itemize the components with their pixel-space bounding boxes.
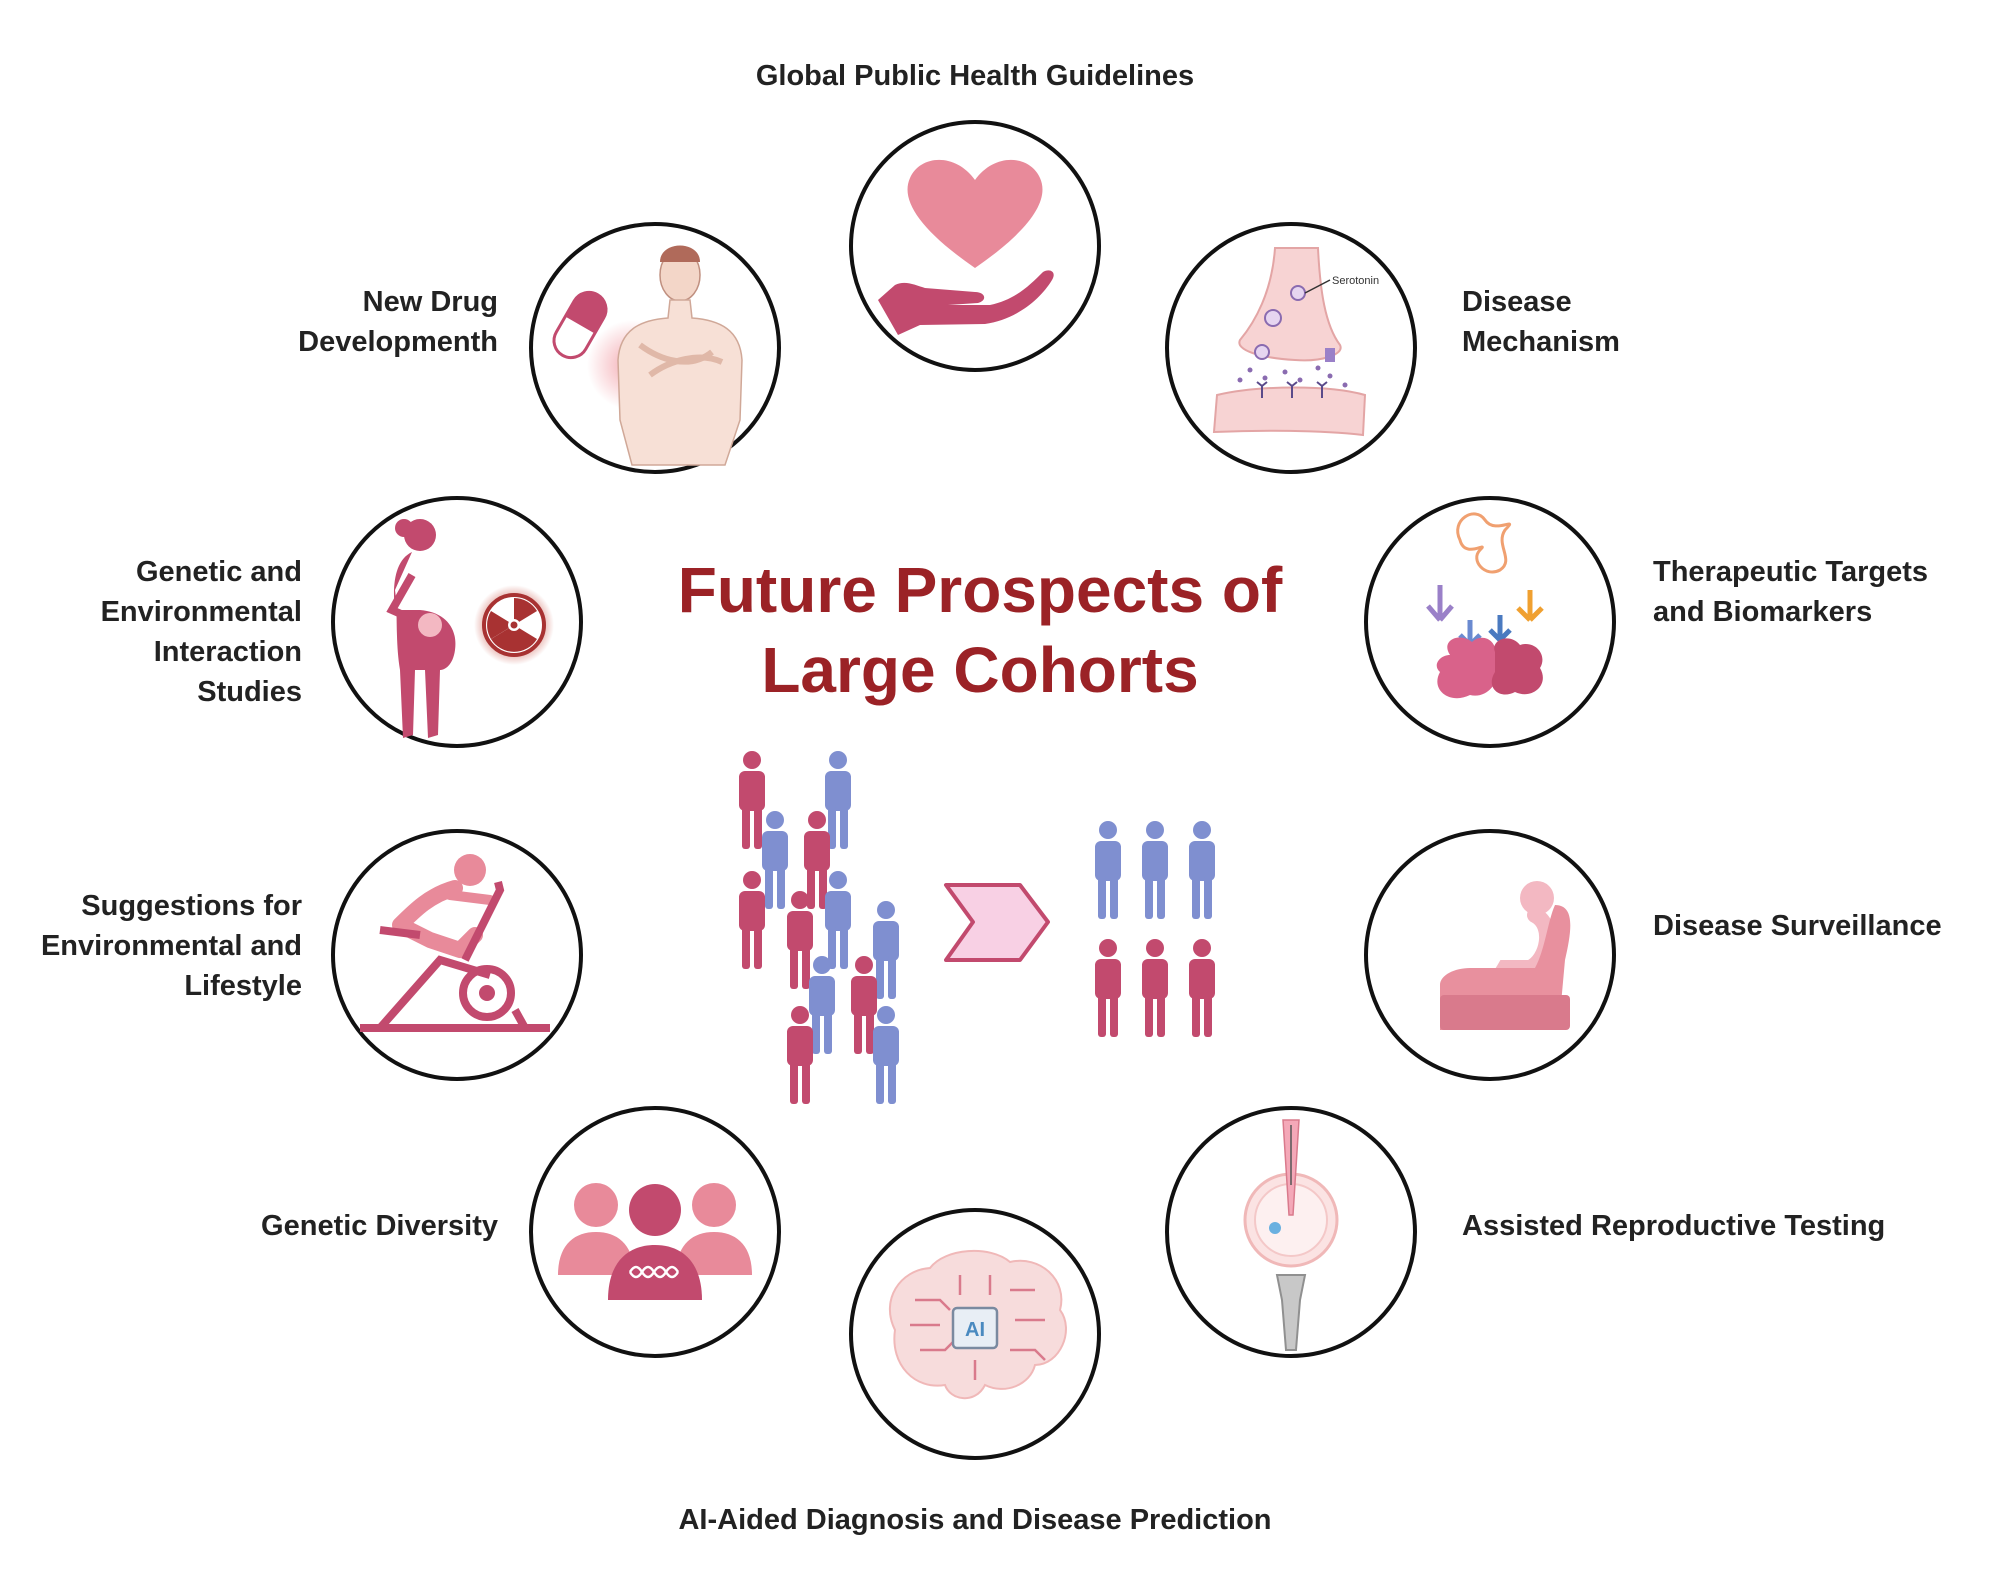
exercise-bike-icon bbox=[360, 854, 550, 1032]
diagram-title: Future Prospects of Large Cohorts bbox=[630, 550, 1330, 710]
person-armchair-icon bbox=[1440, 881, 1571, 1030]
ai-diagnosis-node: AI bbox=[849, 1208, 1101, 1460]
label-genetic-diversity: Genetic Diversity bbox=[261, 1210, 498, 1242]
lifestyle-node bbox=[331, 829, 583, 1081]
therapeutic-targets-node bbox=[1364, 496, 1616, 748]
label-global-guidelines: Global Public Health Guidelines bbox=[755, 60, 1195, 92]
crowd-icon bbox=[739, 751, 899, 1104]
synapse-icon: Serotonin bbox=[1212, 247, 1379, 437]
gene-env-node bbox=[331, 496, 583, 748]
label-ai-diagnosis: AI-Aided Diagnosis and Disease Predictio… bbox=[678, 1504, 1272, 1536]
ai-chip-label: AI bbox=[965, 1319, 985, 1341]
label-new-drug: New Drug Developmenth bbox=[298, 286, 498, 358]
people-dna-icon bbox=[558, 1183, 752, 1300]
global-guidelines-node bbox=[849, 120, 1101, 372]
chevron-arrow-icon bbox=[944, 883, 1050, 962]
label-gene-env: Genetic and Environmental Interaction St… bbox=[100, 556, 302, 708]
label-lifestyle: Suggestions for Environmental and Lifest… bbox=[40, 890, 302, 1002]
disease-mechanism-node: Serotonin bbox=[1165, 222, 1417, 474]
pregnant-radiation-icon bbox=[386, 519, 554, 738]
disease-surveillance-node bbox=[1364, 829, 1616, 1081]
genetic-diversity-node bbox=[529, 1106, 781, 1358]
title-line-1: Future Prospects of bbox=[677, 554, 1283, 626]
organized-group-icon bbox=[1095, 821, 1215, 1037]
heart-hand-icon bbox=[878, 159, 1054, 335]
title-line-2: Large Cohorts bbox=[761, 634, 1199, 706]
ai-brain-icon: AI bbox=[889, 1250, 1067, 1400]
ivf-injection-icon bbox=[1243, 1119, 1339, 1351]
assisted-reproductive-node bbox=[1165, 1106, 1417, 1358]
new-drug-node bbox=[529, 222, 781, 474]
patient-pill-icon bbox=[552, 245, 743, 466]
label-therapeutic-targets: Therapeutic Targets and Biomarkers bbox=[1653, 556, 1929, 628]
label-assisted-reproductive: Assisted Reproductive Testing bbox=[1462, 1210, 1886, 1242]
label-disease-surveillance: Disease Surveillance bbox=[1653, 910, 1942, 942]
serotonin-label: Serotonin bbox=[1332, 275, 1379, 287]
antibody-tumor-icon bbox=[1426, 512, 1544, 699]
label-disease-mechanism: Disease Mechanism bbox=[1462, 286, 1620, 358]
